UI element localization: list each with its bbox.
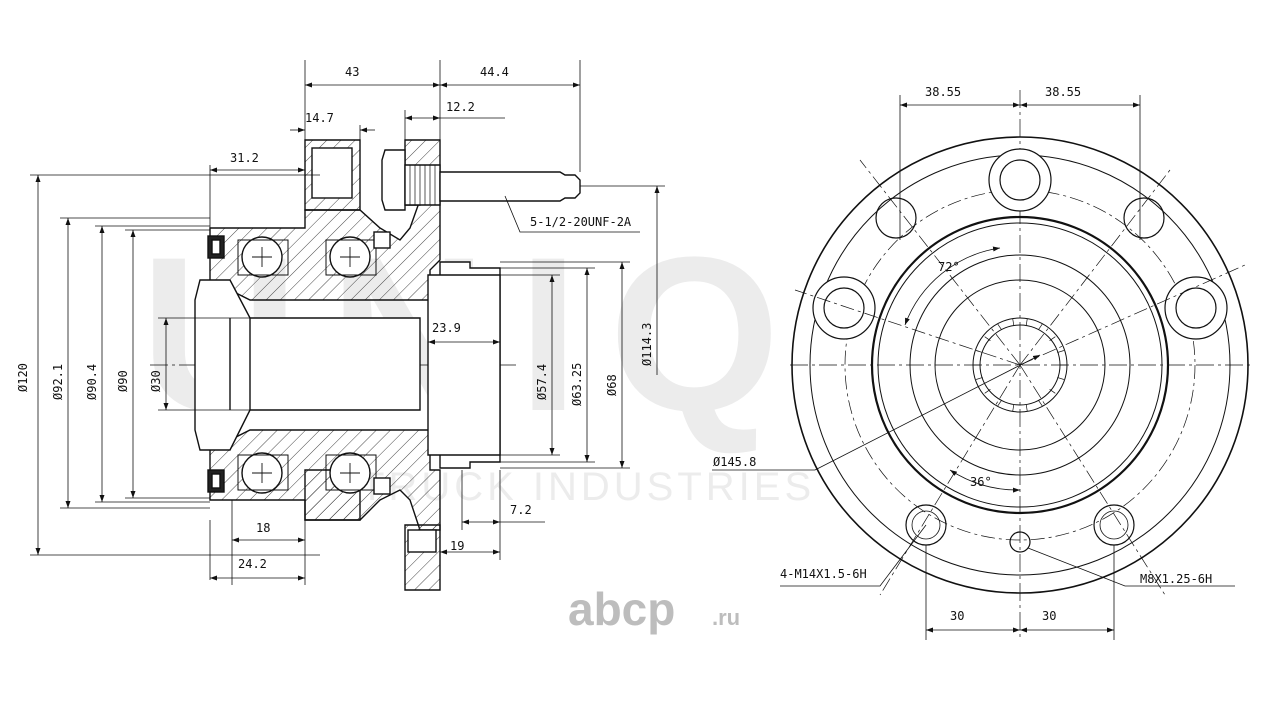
- seal-right-upper: [373, 231, 391, 249]
- angle-36: 36°: [970, 475, 992, 489]
- bolt-boss-right: [1164, 276, 1228, 340]
- bolt-boss-top: [988, 148, 1052, 212]
- dia-57-4: Ø57.4: [535, 364, 549, 400]
- bolt-circle: [844, 189, 1196, 541]
- dim-18: 18: [256, 521, 270, 535]
- stud-knurl: [404, 164, 441, 206]
- side-section-view: [150, 139, 581, 591]
- label-m8: M8X1.25-6H: [1140, 572, 1212, 586]
- front-view: [712, 90, 1250, 640]
- flange-ear-hole-top: [311, 147, 353, 199]
- m14-hole-upper-right: [1123, 197, 1165, 239]
- wheel-stud: [439, 171, 581, 202]
- hub-bore-ring: [934, 279, 1106, 451]
- stud-head: [381, 149, 406, 211]
- bolt-boss-left: [812, 276, 876, 340]
- dim-14-7: 14.7: [305, 111, 334, 125]
- dim-19: 19: [450, 539, 464, 553]
- dia-90-4: Ø90.4: [85, 364, 99, 400]
- angle-72: 72°: [938, 260, 960, 274]
- dim-24-2: 24.2: [238, 557, 267, 571]
- wheel-bolt-bosses: [812, 148, 1228, 340]
- hub-face: [909, 254, 1131, 476]
- logo-name: abcp: [568, 583, 675, 635]
- dia-30: Ø30: [149, 370, 163, 392]
- dia-63-25: Ø63.25: [570, 363, 584, 406]
- dim-30-right: 30: [1042, 609, 1056, 623]
- flange-outer: [791, 136, 1249, 594]
- logo-suffix: .ru: [712, 605, 740, 630]
- dia-114-3: Ø114.3: [640, 323, 654, 366]
- dim-7-2: 7.2: [510, 503, 532, 517]
- m8-screw-hole: [1009, 531, 1031, 553]
- dim-44-4: 44.4: [480, 65, 509, 79]
- dia-145-8: Ø145.8: [713, 455, 756, 469]
- dim-43: 43: [345, 65, 359, 79]
- front-dimension-lines: [899, 95, 1141, 640]
- seal-right-lower: [373, 477, 391, 495]
- bearing-balls: [237, 236, 377, 494]
- flange-hole-bottom: [407, 529, 437, 553]
- dim-31-2: 31.2: [230, 151, 259, 165]
- label-4-m14: 4-M14X1.5-6H: [780, 567, 867, 581]
- bolt-hole-right: [1175, 287, 1217, 329]
- front-dimension-text: 38.55 38.55 30 30 72° 36° Ø145.8 4-M14X1…: [713, 85, 1212, 623]
- dim-38-55-right: 38.55: [1045, 85, 1081, 99]
- side-dimension-text: 43 44.4 12.2 14.7 31.2 23.9 18 24.2 7.2 …: [16, 65, 654, 571]
- abcp-logo: abcp .ru: [568, 583, 740, 635]
- dim-12-2: 12.2: [446, 100, 475, 114]
- dim-38-55-left: 38.55: [925, 85, 961, 99]
- m14-hole-upper-left: [875, 197, 917, 239]
- side-dimension-lines: [30, 60, 665, 585]
- thread-label: 5-1/2-20UNF-2A: [530, 215, 632, 229]
- pilot-outer: [870, 215, 1170, 515]
- dia-120: Ø120: [16, 363, 30, 392]
- dia-90: Ø90: [116, 370, 130, 392]
- bolt-hole-left: [823, 287, 865, 329]
- dim-23-9: 23.9: [432, 321, 461, 335]
- bolt-hole-top: [999, 159, 1041, 201]
- pilot-inner: [877, 222, 1163, 508]
- dia-68: Ø68: [605, 374, 619, 396]
- dim-30-left: 30: [950, 609, 964, 623]
- dia-92-1: Ø92.1: [51, 364, 65, 400]
